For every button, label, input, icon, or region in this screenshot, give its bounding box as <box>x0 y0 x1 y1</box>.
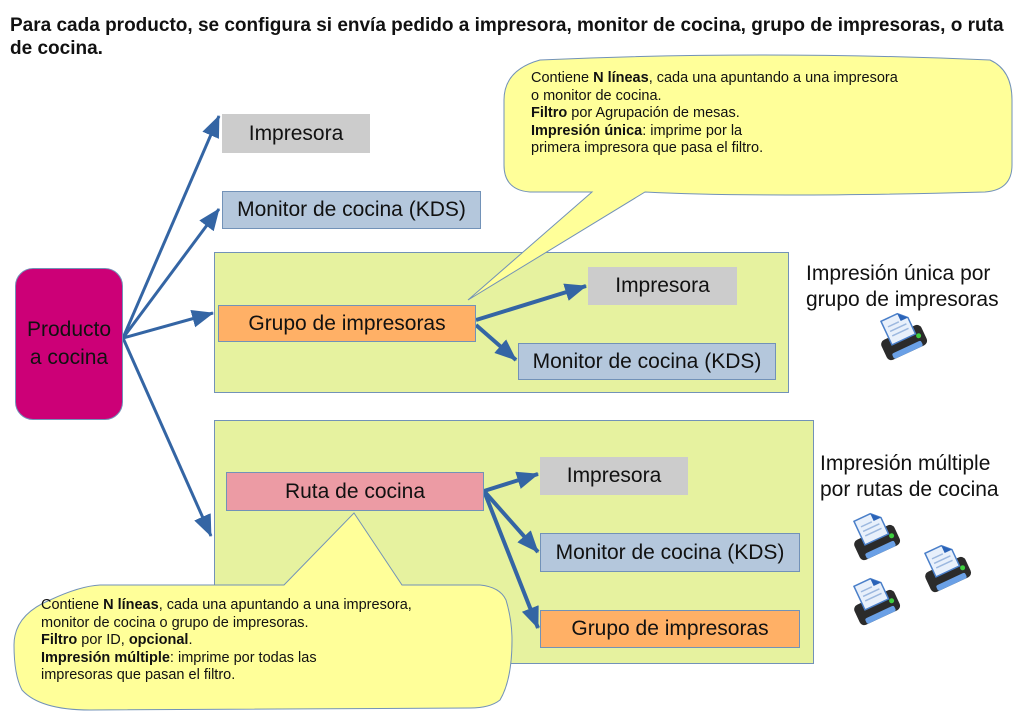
group-printer-node[interactable]: Impresora <box>588 267 737 305</box>
arrow-product-to-kds <box>121 208 221 339</box>
route-group-node-label: Grupo de impresoras <box>571 617 769 640</box>
route-kds-node[interactable]: Monitor de cocina (KDS) <box>540 533 800 572</box>
page-title: Para cada producto, se configura si enví… <box>10 15 1004 59</box>
route-group-node[interactable]: Grupo de impresoras <box>540 610 800 648</box>
printer-node[interactable]: Impresora <box>222 114 370 153</box>
multi-print-label: Impresión múltiple por rutas de cocina <box>820 452 999 501</box>
product-label-line1: Producto <box>26 318 112 341</box>
arrow-product-to-group <box>122 309 214 340</box>
product-label-line2: a cocina <box>29 346 109 369</box>
route-callout-line5: impresoras que pasan el filtro. <box>41 667 236 683</box>
printer-icon <box>879 312 928 361</box>
kds-node[interactable]: Monitor de cocina (KDS) <box>222 191 481 229</box>
kitchen-route-node-label: Ruta de cocina <box>284 479 426 503</box>
printer-icon <box>852 577 901 626</box>
arrow-group-to-printer <box>475 283 587 322</box>
group-callout-bubble <box>467 54 1013 301</box>
route-callout-line1: Contiene N líneas, cada una apuntando a … <box>41 597 412 613</box>
product-node[interactable]: Producto a cocina <box>15 268 123 420</box>
arrow-product-to-printer <box>121 115 221 339</box>
group-callout-line3: Filtro por Agrupación de mesas. <box>531 105 740 121</box>
group-kds-node-label: Monitor de cocina (KDS) <box>532 349 762 373</box>
group-printer-node-label: Impresora <box>615 274 710 297</box>
printer-group-node[interactable]: Grupo de impresoras <box>218 305 476 342</box>
route-printer-node-label: Impresora <box>566 464 662 487</box>
group-callout-text: Contiene N líneas, cada una apuntando a … <box>531 70 898 158</box>
route-callout-text: Contiene N líneas, cada una apuntando a … <box>41 597 412 685</box>
route-printer-node[interactable]: Impresora <box>540 457 688 495</box>
route-callout-bubble <box>13 512 513 711</box>
arrow-route-to-printer <box>483 471 539 493</box>
printer-icon <box>923 544 972 593</box>
printer-node-label: Impresora <box>248 121 344 145</box>
group-callout-line1: Contiene N líneas, cada una apuntando a … <box>531 70 898 86</box>
kds-node-label: Monitor de cocina (KDS) <box>237 198 466 221</box>
kitchen-route-node[interactable]: Ruta de cocina <box>226 472 484 511</box>
arrow-product-to-route <box>121 337 213 537</box>
single-print-label: Impresión única por grupo de impresoras <box>806 262 999 311</box>
group-kds-node[interactable]: Monitor de cocina (KDS) <box>518 343 776 380</box>
arrow-route-to-kds <box>482 489 540 554</box>
group-callout-line5: primera impresora que pasa el filtro. <box>531 140 764 156</box>
route-callout-line3: Filtro por ID, opcional. <box>41 632 193 648</box>
route-kds-node-label: Monitor de cocina (KDS) <box>555 540 785 564</box>
arrow-group-to-kds <box>474 323 518 362</box>
printer-group-node-label: Grupo de impresoras <box>248 311 446 335</box>
arrow-route-to-group <box>482 490 540 629</box>
group-callout-line4: Impresión única: imprime por la <box>531 122 743 139</box>
group-callout-line2: o monitor de cocina. <box>531 87 662 104</box>
route-callout-line4: Impresión múltiple: imprime por todas la… <box>41 649 317 666</box>
printer-icon <box>852 512 901 561</box>
route-callout-line2: monitor de cocina o grupo de impresoras. <box>41 614 309 631</box>
